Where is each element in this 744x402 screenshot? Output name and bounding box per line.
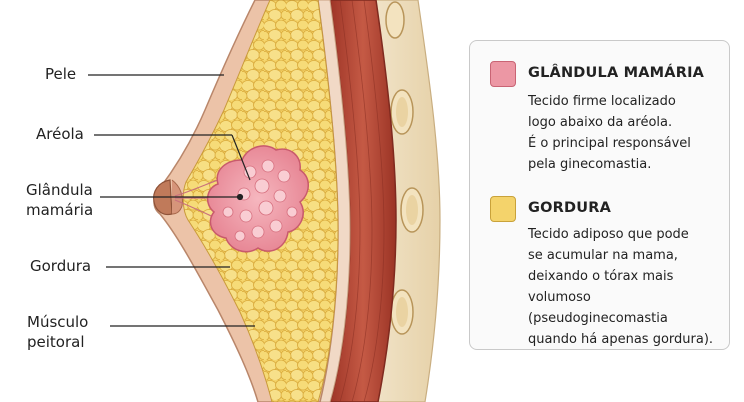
label-areola: Aréola: [36, 125, 84, 143]
ribs: [385, 1, 424, 335]
mammary-gland: [206, 145, 309, 253]
label-pectoral-muscle-line2: peitoral: [27, 333, 85, 351]
label-mammary-gland-line1: Glândula: [26, 181, 93, 199]
legend-fat-title: GORDURA: [528, 200, 611, 216]
label-pectoral-muscle: Músculo peitoral: [27, 312, 88, 352]
legend-fat-description: Tecido adiposo que pode se acumular na m…: [528, 227, 714, 347]
label-mammary-gland-line2: mamária: [26, 201, 94, 219]
legend-gland-title: GLÂNDULA MAMÁRIA: [528, 65, 705, 81]
label-fat: Gordura: [30, 257, 92, 275]
label-pectoral-muscle-line1: Músculo: [27, 313, 89, 331]
fat-color-swatch: [490, 196, 516, 222]
leader-lines: [88, 74, 255, 327]
label-skin: Pele: [45, 65, 77, 83]
legend-gland-description: Tecido firme localizado logo abaixo da a…: [528, 94, 691, 172]
gland-color-swatch: [490, 61, 516, 87]
label-mammary-gland: Glândula mamária: [26, 180, 93, 220]
legend-panel: GLÂNDULA MAMÁRIA Tecido firme localizado…: [469, 40, 730, 350]
